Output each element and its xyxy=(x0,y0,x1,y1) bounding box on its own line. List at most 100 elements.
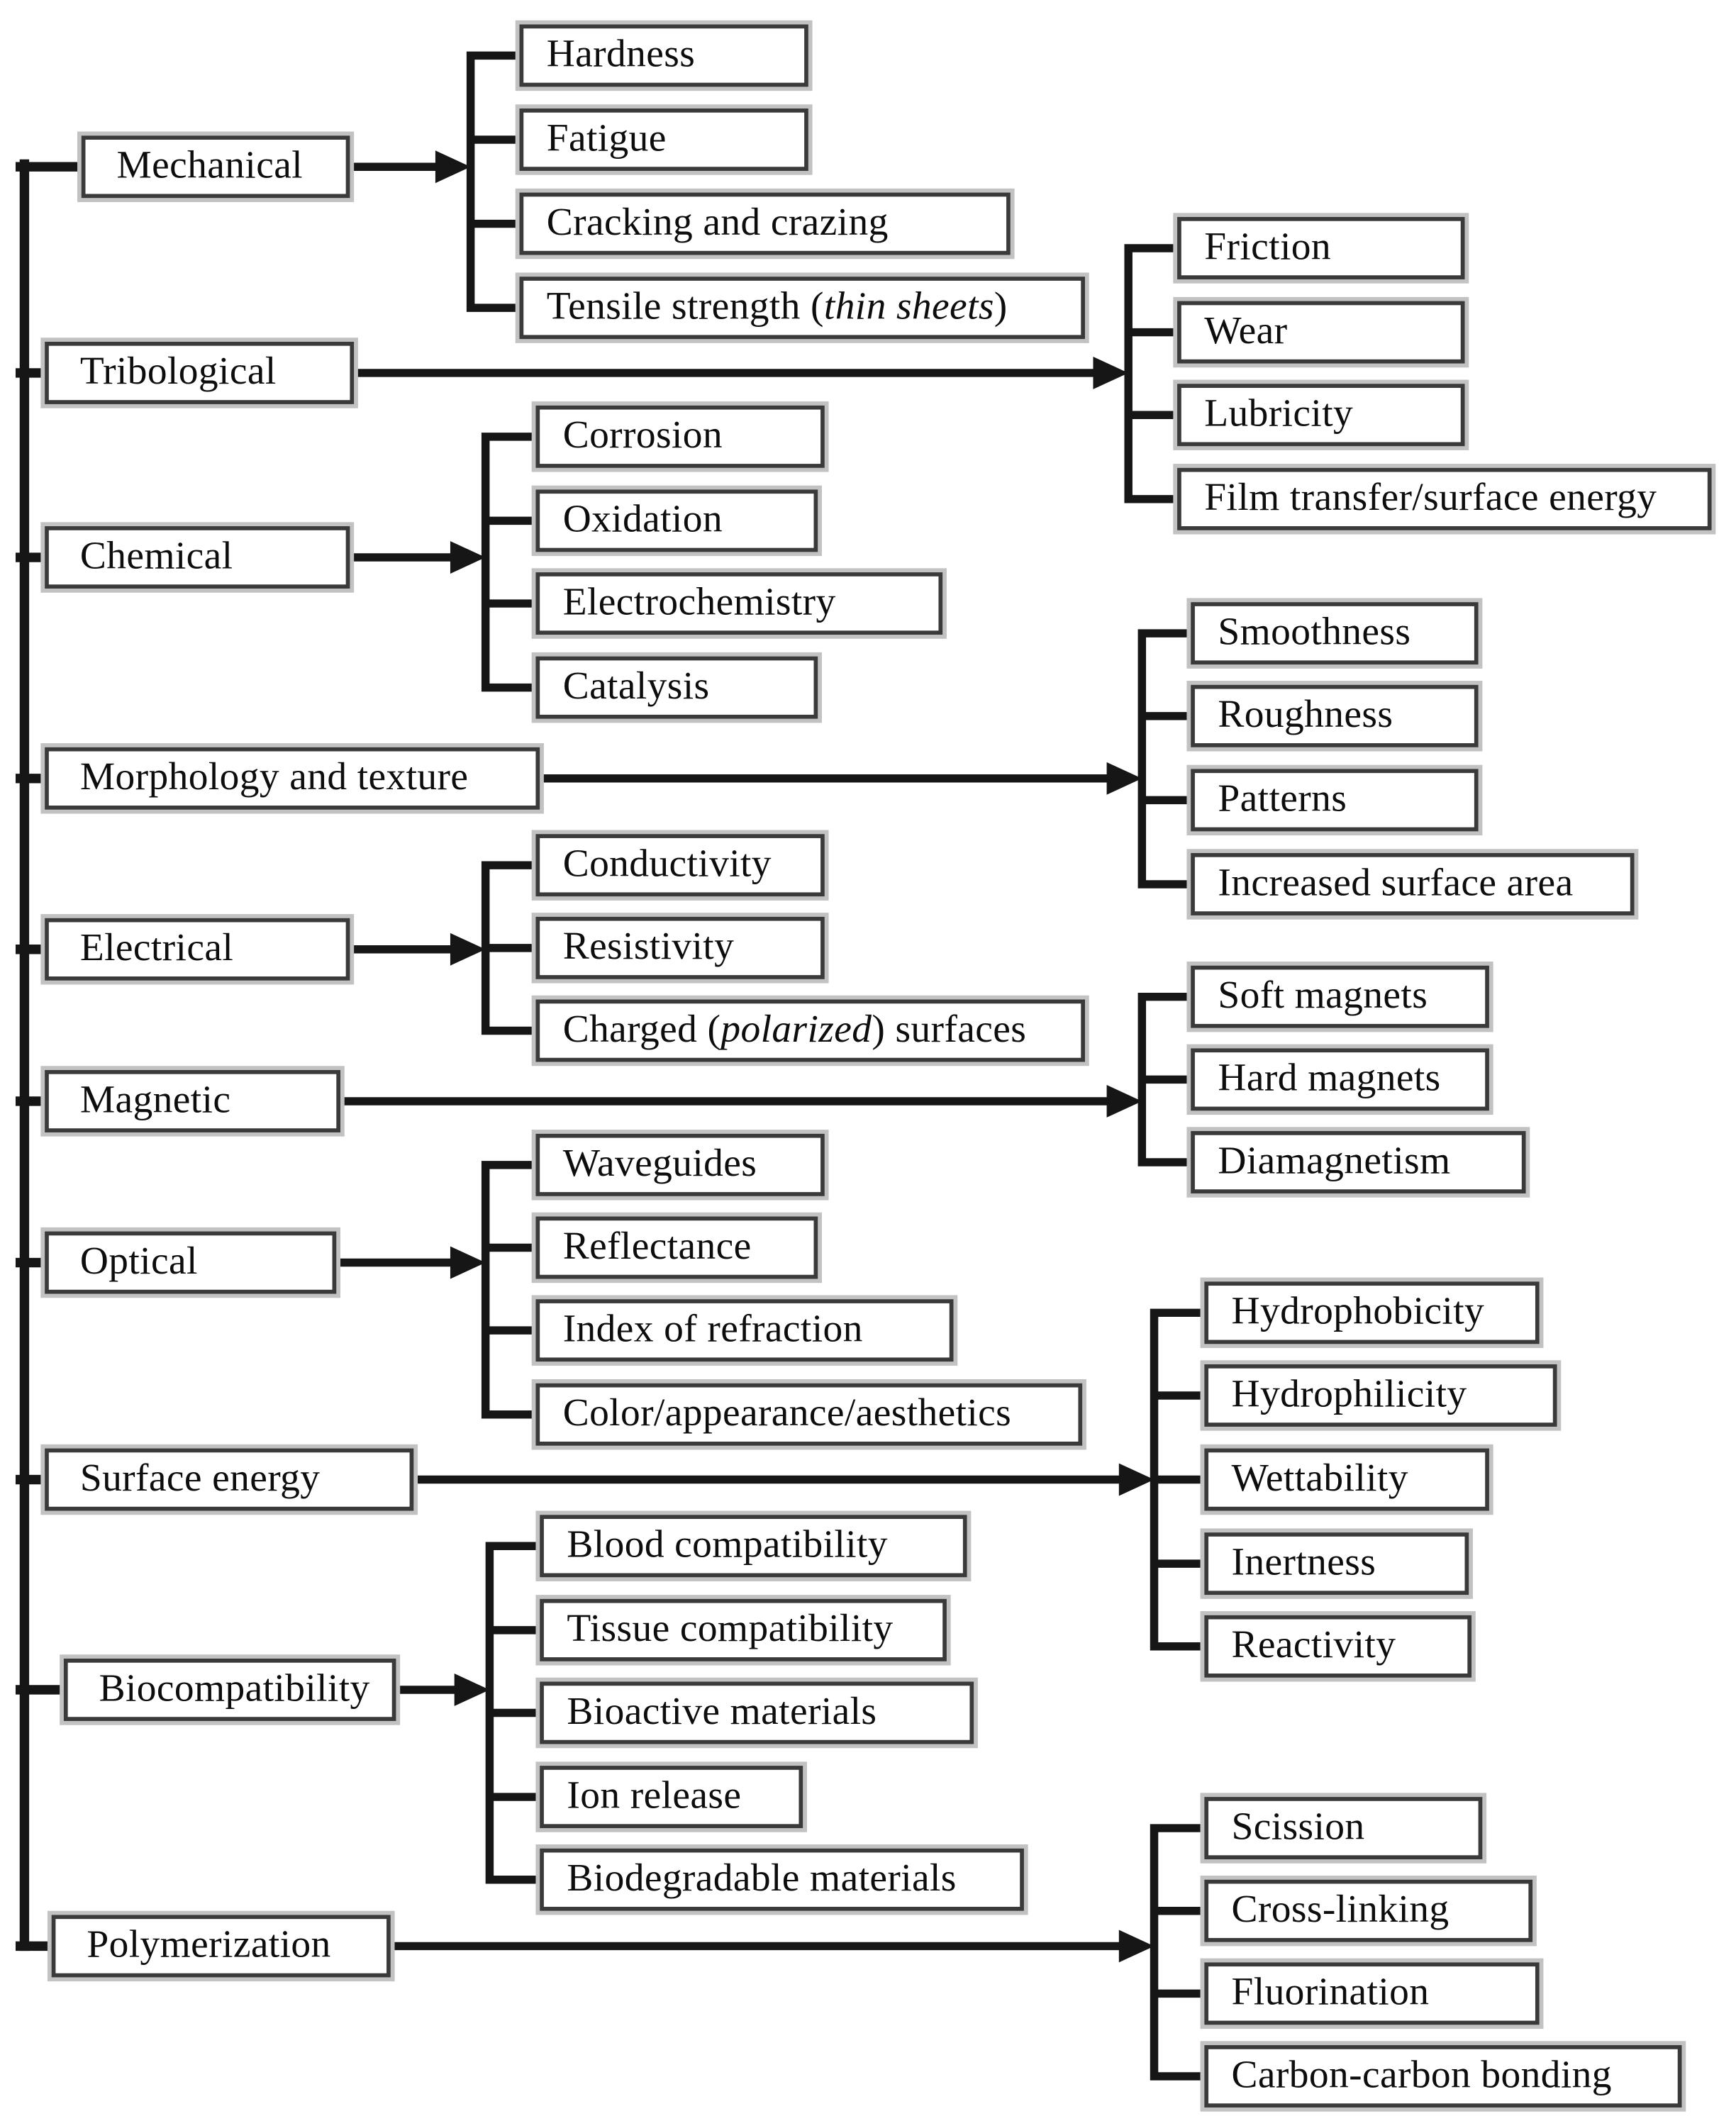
child-label: Charged (polarized) surfaces xyxy=(562,1007,1027,1051)
child-label: Resistivity xyxy=(562,924,735,968)
tribological-branch-lines xyxy=(350,244,1181,503)
category-box-polymerization: Polymerization xyxy=(51,1915,391,1978)
child-label: Corrosion xyxy=(562,413,723,457)
child-box-fatigue: Fatigue xyxy=(519,108,808,171)
child-box-diamagnetism: Diamagnetism xyxy=(1191,1131,1526,1193)
child-box-blood-compatibility: Blood compatibility xyxy=(540,1515,967,1578)
child-label: Tissue compatibility xyxy=(567,1606,894,1650)
child-label: Scission xyxy=(1231,1804,1365,1848)
child-label: Soft magnets xyxy=(1218,973,1428,1017)
child-label: Tensile strength (thin sheets) xyxy=(546,284,1008,328)
morphology-branch-lines xyxy=(535,629,1195,889)
category-label: Surface energy xyxy=(79,1456,321,1500)
child-label: Bioactive materials xyxy=(567,1689,877,1733)
category-box-tribological: Tribological xyxy=(45,341,355,404)
arrowhead-icon xyxy=(435,150,471,184)
category-label: Biocompatibility xyxy=(99,1666,370,1710)
child-label: Waveguides xyxy=(562,1141,757,1185)
biocompatibility-branch-lines xyxy=(391,1542,544,1884)
child-box-roughness: Roughness xyxy=(1191,684,1479,747)
child-box-fluorination: Fluorination xyxy=(1204,1962,1540,2025)
category-label: Chemical xyxy=(79,533,233,577)
child-label: Cross-linking xyxy=(1231,1887,1450,1931)
arrowhead-icon xyxy=(1106,762,1142,795)
category-box-optical: Optical xyxy=(45,1231,337,1294)
child-box-increased-surface-area: Increased surface area xyxy=(1191,852,1635,915)
child-box-biodegradable-materials: Biodegradable materials xyxy=(540,1848,1024,1911)
child-label: Increased surface area xyxy=(1218,860,1574,904)
arrowhead-icon xyxy=(1118,1930,1154,1963)
category-box-morphology: Morphology and texture xyxy=(45,747,540,810)
child-label: Fluorination xyxy=(1231,1969,1430,2014)
child-box-smoothness: Smoothness xyxy=(1191,602,1479,665)
child-label: Catalysis xyxy=(562,664,710,708)
child-label: Wettability xyxy=(1231,1456,1408,1500)
child-box-lubricity: Lubricity xyxy=(1177,384,1465,447)
child-box-hardness: Hardness xyxy=(519,24,808,87)
child-label: Hydrophobicity xyxy=(1231,1288,1485,1333)
category-label: Optical xyxy=(79,1239,198,1283)
child-box-charged-polarized-surfaces: Charged (polarized) surfaces xyxy=(535,999,1085,1062)
child-label: Electrochemistry xyxy=(562,579,836,623)
child-label: Wear xyxy=(1204,308,1288,352)
child-label: Reactivity xyxy=(1231,1622,1396,1666)
child-label: Patterns xyxy=(1218,776,1347,820)
magnetic-branch-lines xyxy=(336,992,1195,1166)
child-box-conductivity: Conductivity xyxy=(535,834,825,897)
child-label: Index of refraction xyxy=(562,1306,863,1350)
child-box-friction: Friction xyxy=(1177,217,1465,279)
arrowhead-icon xyxy=(450,932,486,966)
child-box-hydrophilicity: Hydrophilicity xyxy=(1204,1364,1557,1427)
polymerization-branch-lines xyxy=(386,1824,1209,2081)
child-box-cross-linking: Cross-linking xyxy=(1204,1879,1533,1942)
child-box-color-appearance-aesthetics: Color/appearance/aesthetics xyxy=(535,1383,1083,1446)
child-label: Oxidation xyxy=(562,496,723,541)
child-label: Cracking and crazing xyxy=(546,200,889,244)
child-label: Friction xyxy=(1204,224,1331,268)
category-box-magnetic: Magnetic xyxy=(45,1069,341,1132)
surface-energy-branch-lines xyxy=(409,1308,1209,1651)
optical-branch-lines xyxy=(332,1161,540,1419)
child-box-reactivity: Reactivity xyxy=(1204,1615,1472,1678)
child-label: Inertness xyxy=(1231,1539,1376,1583)
child-box-patterns: Patterns xyxy=(1191,769,1479,832)
child-label: Blood compatibility xyxy=(567,1522,888,1566)
child-box-wear: Wear xyxy=(1177,301,1465,364)
child-box-wettability: Wettability xyxy=(1204,1448,1489,1511)
chemical-branch-lines xyxy=(345,433,540,692)
trunk-line xyxy=(15,159,87,1951)
category-label: Mechanical xyxy=(116,143,303,186)
child-label: Diamagnetism xyxy=(1218,1138,1451,1182)
category-label: Magnetic xyxy=(79,1077,231,1121)
category-box-mechanical: Mechanical xyxy=(81,135,350,199)
child-label: Hard magnets xyxy=(1218,1055,1441,1100)
arrowhead-icon xyxy=(454,1674,490,1706)
child-box-corrosion: Corrosion xyxy=(535,405,825,468)
child-label: Conductivity xyxy=(562,841,772,885)
child-box-hard-magnets: Hard magnets xyxy=(1191,1048,1489,1111)
child-label: Lubricity xyxy=(1204,391,1354,435)
mechanical-branch-lines xyxy=(345,51,524,312)
child-box-reflectance: Reflectance xyxy=(535,1216,818,1279)
child-box-inertness: Inertness xyxy=(1204,1532,1469,1596)
category-box-surface-energy: Surface energy xyxy=(45,1448,414,1511)
child-label: Hardness xyxy=(546,31,696,76)
category-label: Electrical xyxy=(79,925,234,969)
child-label: Film transfer/surface energy xyxy=(1204,475,1657,519)
child-box-catalysis: Catalysis xyxy=(535,656,818,719)
child-label: Biodegradable materials xyxy=(567,1856,957,1900)
category-box-electrical: Electrical xyxy=(45,918,350,981)
child-label: Smoothness xyxy=(1218,609,1411,653)
arrowhead-icon xyxy=(1093,356,1129,389)
child-box-bioactive-materials: Bioactive materials xyxy=(540,1681,974,1744)
child-box-soft-magnets: Soft magnets xyxy=(1191,965,1489,1028)
child-box-ion-release: Ion release xyxy=(540,1766,803,1829)
category-label: Polymerization xyxy=(87,1922,331,1966)
arrowhead-icon xyxy=(1106,1085,1142,1118)
child-box-scission: Scission xyxy=(1204,1797,1483,1860)
child-label: Carbon-carbon bonding xyxy=(1231,2052,1612,2096)
child-box-resistivity: Resistivity xyxy=(535,916,825,979)
child-box-cracking-and-crazing: Cracking and crazing xyxy=(519,192,1011,255)
child-label: Fatigue xyxy=(546,116,667,160)
